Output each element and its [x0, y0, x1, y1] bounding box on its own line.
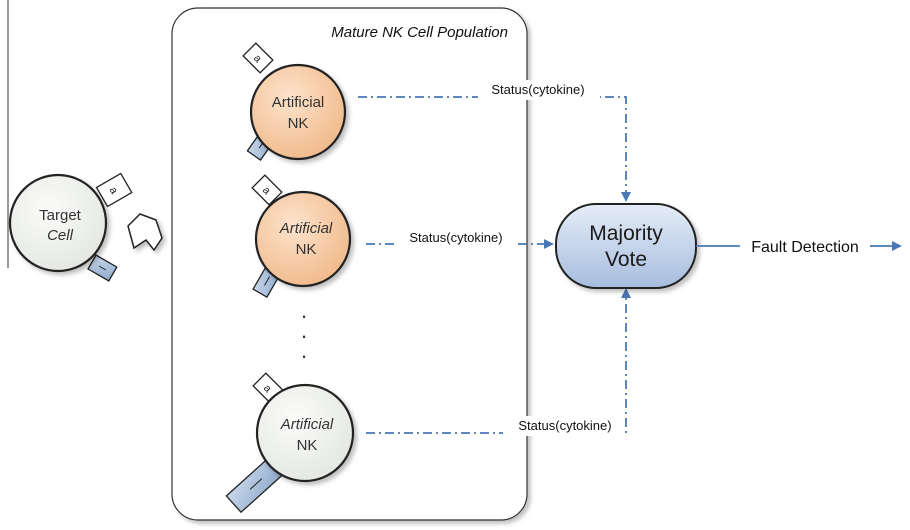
target-receptor-activating: a — [95, 172, 133, 208]
nk-cell-1: a Artificial NK — [242, 42, 347, 161]
target-cell-label-line1: Target — [39, 207, 82, 224]
fault-detection-output: Fault Detection — [696, 239, 902, 256]
target-receptor-inhibitory — [87, 254, 118, 282]
status-label-1: Status(cytokine) — [491, 82, 584, 97]
target-cell-body — [8, 173, 108, 273]
status-label-1-group: Status(cytokine) — [478, 80, 600, 100]
nk3-cell-body — [255, 383, 355, 483]
connector-nk1 — [358, 96, 631, 202]
nk1-receptor-activating: a — [242, 42, 274, 74]
nk1-cell-body — [249, 63, 347, 161]
nk3-label-line1: Artificial — [280, 416, 334, 433]
majority-vote-line2: Vote — [605, 248, 647, 271]
majority-vote-line1: Majority — [589, 222, 663, 245]
ellipsis-dot-1: . — [301, 298, 307, 323]
ellipsis-dot-3: . — [301, 338, 307, 363]
nk-cell-2: a Artificial NK — [251, 174, 352, 299]
connector-nk3 — [366, 288, 631, 434]
nk2-label-line1: Artificial — [279, 220, 333, 237]
status-label-3-group: Status(cytokine) — [503, 416, 625, 436]
nk1-label-line1: Artificial — [272, 94, 325, 111]
target-cell-label-line2: Cell — [47, 227, 74, 244]
nk3-label-line2: NK — [297, 437, 318, 454]
ellipsis-dot-2: . — [301, 318, 307, 343]
status-label-3: Status(cytokine) — [518, 418, 611, 433]
status-connectors — [358, 96, 631, 434]
nk2-label-line2: NK — [296, 241, 317, 258]
status-label-2-group: Status(cytokine) — [395, 228, 515, 248]
population-title: Mature NK Cell Population — [331, 24, 508, 41]
nk2-receptor-activating: a — [251, 174, 283, 206]
majority-vote-node: Majority Vote — [555, 203, 697, 289]
status-label-2: Status(cytokine) — [409, 230, 502, 245]
nk1-label-line2: NK — [288, 115, 309, 132]
nk-cell-3: a Artificial NK — [225, 372, 355, 514]
target-cell: a Target Cell — [8, 172, 133, 282]
ligand-binding-icon — [127, 213, 163, 252]
ellipsis-dots: . . . — [301, 298, 307, 363]
fault-detection-label: Fault Detection — [751, 239, 859, 256]
nk2-cell-body — [254, 190, 352, 288]
